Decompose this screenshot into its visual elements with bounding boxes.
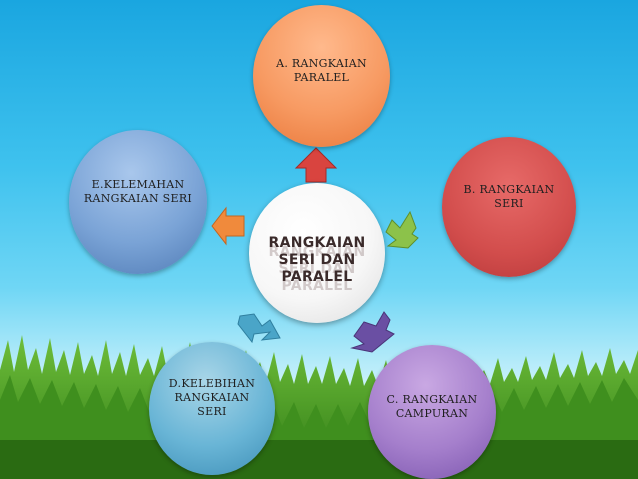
arrow-to-b: [385, 210, 419, 249]
node-kelebihan-rangkaian-seri: D.KELEBIHAN RANGKAIAN SERI: [149, 342, 275, 475]
center-label: RANGKAIAN SERI DAN PARALEL: [268, 235, 366, 285]
node-e-label: E.KELEMAHAN RANGKAIAN SERI: [83, 178, 193, 205]
node-rangkaian-seri: B. RANGKAIAN SERI: [442, 137, 576, 277]
arrow-to-c: [350, 311, 395, 353]
node-c-label: C. RANGKAIAN CAMPURAN: [386, 393, 478, 420]
arrow-to-a: [294, 147, 338, 183]
node-b-label: B. RANGKAIAN SERI: [463, 183, 555, 210]
arrow-to-d: [237, 313, 281, 344]
center-node: RANGKAIAN SERI DAN PARALEL: [249, 183, 385, 323]
node-rangkaian-paralel: A. RANGKAIAN PARALEL: [253, 5, 390, 147]
node-rangkaian-campuran: C. RANGKAIAN CAMPURAN: [368, 345, 496, 479]
arrow-to-e: [211, 206, 245, 246]
node-a-label: A. RANGKAIAN PARALEL: [276, 57, 367, 84]
node-d-label: D.KELEBIHAN RANGKAIAN SERI: [168, 377, 256, 418]
node-kelemahan-rangkaian-seri: E.KELEMAHAN RANGKAIAN SERI: [69, 130, 207, 274]
